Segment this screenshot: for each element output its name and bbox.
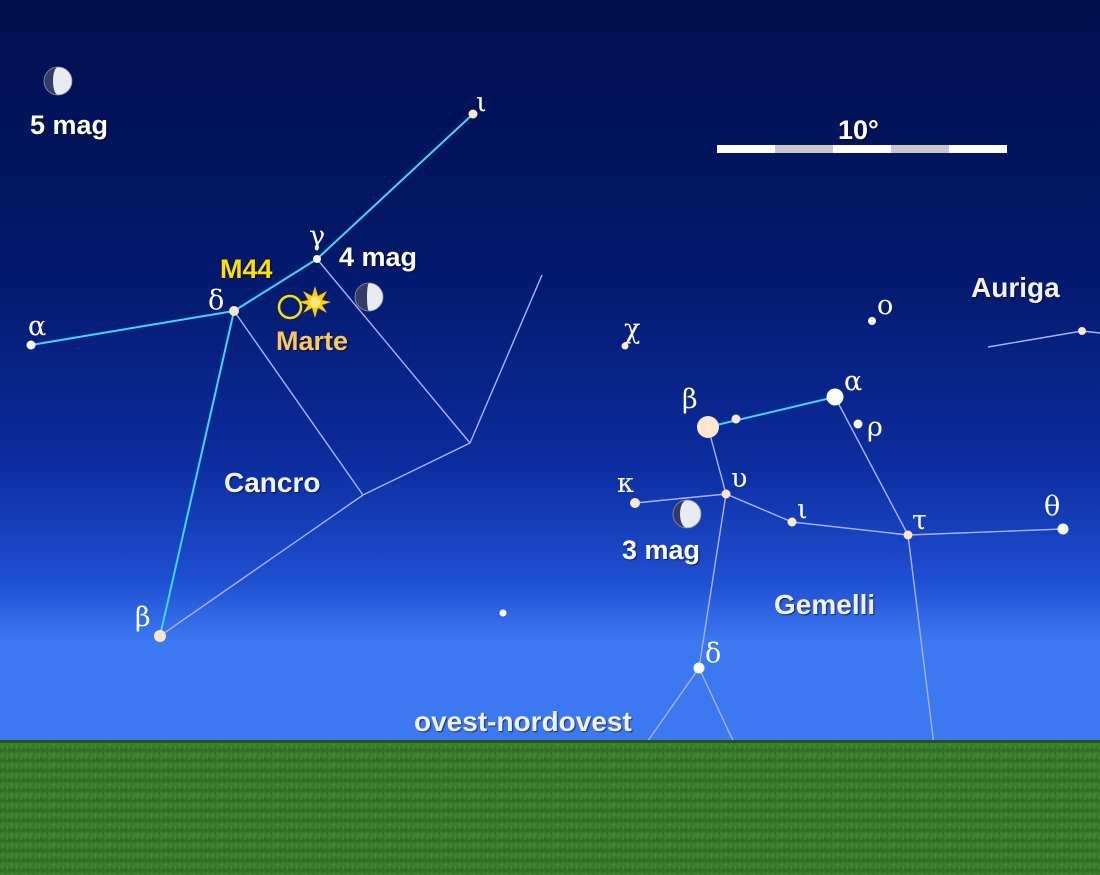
star-label: κ xyxy=(617,468,634,499)
star-label: χ xyxy=(624,314,641,345)
gemini-highlight-line xyxy=(707,396,836,428)
constellation-label-cancer: Cancro xyxy=(224,467,321,498)
star-gem-kappa xyxy=(630,498,640,508)
star-gem-upsilon xyxy=(721,489,731,499)
m44-label: M44 xyxy=(220,254,273,284)
mars-label: Marte xyxy=(276,326,349,356)
star-label: ι xyxy=(797,494,808,525)
star-label: α xyxy=(844,366,863,397)
crescent-moon-icon xyxy=(43,66,73,96)
scale-bar xyxy=(717,145,1007,153)
star-gem-theta xyxy=(1057,523,1069,535)
open-cluster-circle-icon xyxy=(277,294,303,320)
star-label: ι xyxy=(476,87,487,118)
star-label: υ xyxy=(731,463,748,494)
ground xyxy=(0,742,1100,875)
star-gem-chi xyxy=(621,342,629,350)
star-gem-tau xyxy=(903,530,913,540)
star-field xyxy=(499,609,507,617)
scale-bar-label: 10° xyxy=(838,115,879,145)
sky-background xyxy=(0,0,1100,745)
star-gem-beta xyxy=(697,416,719,438)
constellation-label-gemini: Gemelli xyxy=(774,589,876,620)
star-gem-sigma xyxy=(731,414,741,424)
star-label: α xyxy=(28,311,47,342)
star-label: β xyxy=(682,384,698,415)
star-label: τ xyxy=(912,505,927,536)
star-gem-rho xyxy=(853,419,863,429)
moon-magnitude-label: 5 mag xyxy=(30,110,109,140)
star-label: θ xyxy=(1044,491,1061,522)
star-gem-delta xyxy=(693,662,705,674)
star-gem-iota xyxy=(787,517,797,527)
crescent-moon-icon xyxy=(672,499,702,529)
star-aur xyxy=(1078,327,1086,335)
star-cnc-iota xyxy=(468,109,478,119)
star-label: ο xyxy=(877,290,894,321)
star-gem-alpha xyxy=(826,388,844,406)
star-cnc-alpha xyxy=(26,340,36,350)
cancer-constellation-lines xyxy=(30,113,474,637)
star-label: γ xyxy=(309,221,326,252)
stars xyxy=(26,109,1086,674)
horizon-direction-label: ovest-nordovest xyxy=(414,706,632,737)
star-cnc-gamma xyxy=(313,255,321,263)
moon-magnitude-label: 4 mag xyxy=(339,242,418,272)
star-label: δ xyxy=(208,285,225,316)
constellation-label-auriga: Auriga xyxy=(971,272,1060,303)
star-cnc-beta xyxy=(154,630,166,642)
horizon-edge xyxy=(0,740,1100,743)
gemini-figure-lines xyxy=(634,330,1100,746)
star-label: ρ xyxy=(867,412,883,443)
star-label: β xyxy=(135,602,151,633)
moon-magnitude-label: 3 mag xyxy=(622,535,701,565)
crescent-moon-icon xyxy=(354,282,384,312)
star-cnc-delta xyxy=(229,306,239,316)
star-gem-omicron xyxy=(868,317,876,325)
planet-burst-icon xyxy=(299,286,331,318)
star-label: δ xyxy=(705,638,722,669)
cancer-figure-lines xyxy=(159,258,543,637)
